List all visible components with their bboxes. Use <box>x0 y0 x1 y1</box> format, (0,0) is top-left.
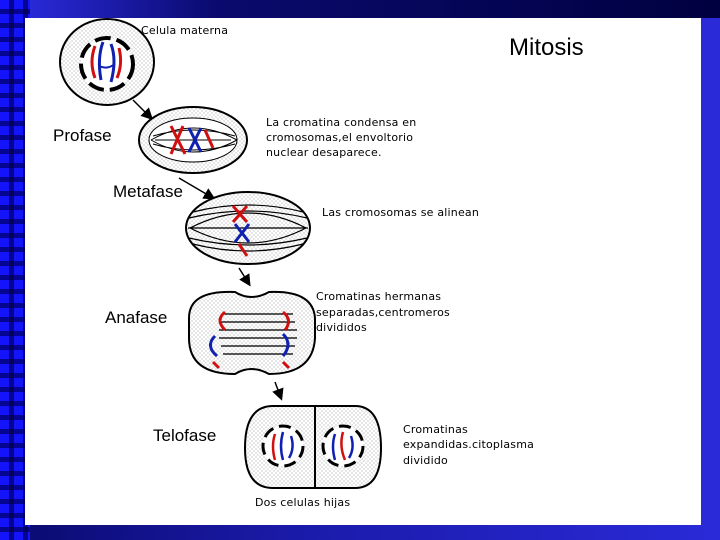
prophase-cell <box>138 106 248 174</box>
arrow-4 <box>272 381 284 401</box>
metaphase-label: Metafase <box>113 182 183 201</box>
page-title: Mitosis <box>509 34 584 61</box>
anaphase-description-3: divididos <box>316 321 367 334</box>
arrow-2 <box>178 177 216 200</box>
anaphase-description-2: separadas,centromeros <box>316 306 450 319</box>
telophase-description-2: expandidas.citoplasma <box>403 438 535 451</box>
slide-panel: Celula materna Mitosis Profase La cromat… <box>25 18 701 525</box>
telophase-label: Telofase <box>153 426 217 445</box>
arrow-1 <box>132 99 154 121</box>
anaphase-label: Anafase <box>105 308 168 327</box>
prophase-description-1: La cromatina condensa en <box>266 116 417 129</box>
anaphase-cell <box>188 290 316 376</box>
mother-cell <box>59 18 155 106</box>
telophase-description-1: Cromatinas <box>403 423 468 436</box>
prophase-description-3: nuclear desaparece. <box>266 146 382 159</box>
anaphase-description-1: Cromatinas hermanas <box>316 290 442 303</box>
prophase-description-2: cromosomas,el envoltorio <box>266 131 414 144</box>
top-bar <box>0 0 720 18</box>
prophase-label: Profase <box>53 126 112 145</box>
mitosis-diagram <box>59 18 383 489</box>
telophase-description-3: dividido <box>403 454 448 467</box>
daughter-cells-label: Dos celulas hijas <box>255 496 351 509</box>
metaphase-description: Las cromosomas se alinean <box>322 206 480 219</box>
telophase-cells <box>243 405 383 489</box>
arrow-3 <box>238 267 251 287</box>
mother-cell-label: Celula materna <box>141 24 229 37</box>
metaphase-cell <box>185 191 311 265</box>
